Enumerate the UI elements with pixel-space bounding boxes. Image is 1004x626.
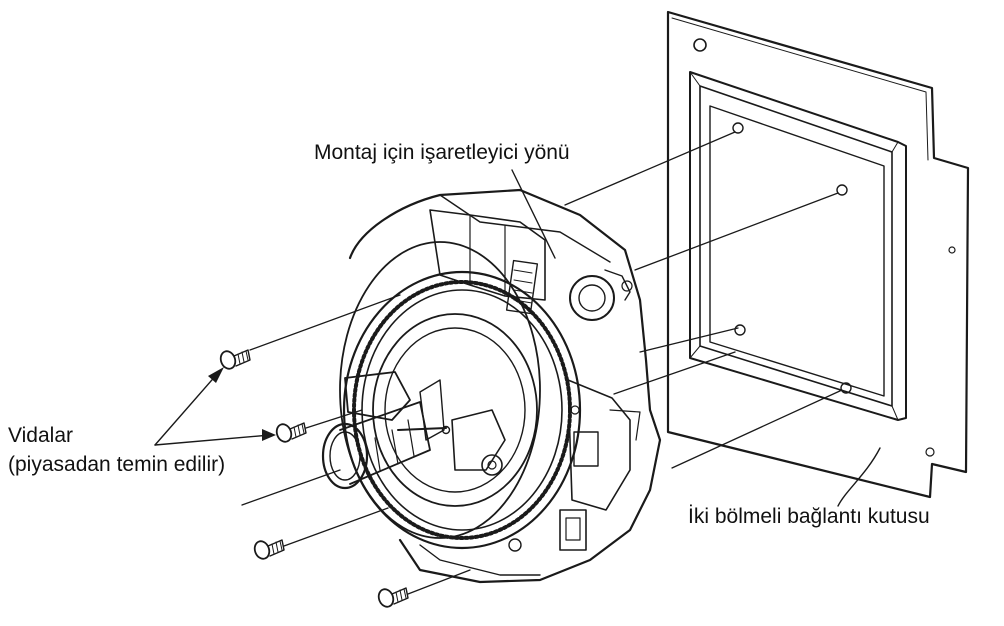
marker-direction-label: Montaj için işaretleyici yönü [314,141,570,164]
two-gang-junction-box [668,12,968,497]
screw-1 [218,349,250,371]
screws-note-label: (piyasadan temin edilir) [8,453,226,476]
screws-leader-upper [155,373,218,445]
camera-body [323,190,660,582]
leader-lines [155,170,880,506]
screw-4 [376,587,408,609]
screw-3 [252,539,284,561]
arrowheads [208,367,276,441]
screws-label: Vidalar [8,424,73,447]
box-leader [838,448,880,506]
screws-leader-lower [155,435,270,445]
marker-leader [512,170,555,258]
alignment-lines [242,132,842,594]
screw-2 [274,422,306,444]
junction-box-label: İki bölmeli bağlantı kutusu [688,505,930,528]
lens-barrel [323,402,450,488]
